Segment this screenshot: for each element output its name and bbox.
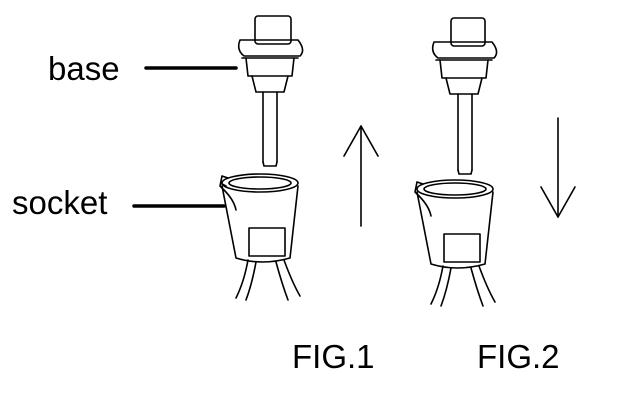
- fig2-base: [431, 17, 498, 175]
- fig1-caption: FIG.1: [292, 338, 375, 375]
- label-socket: socket: [12, 184, 107, 221]
- fig1-arrow-up: [343, 125, 379, 227]
- fig2-arrow-down: [540, 117, 576, 218]
- label-base: base: [48, 50, 120, 87]
- fig2-socket: [414, 179, 496, 307]
- fig2-caption: FIG.2: [477, 338, 560, 375]
- fig1-base: [237, 15, 304, 167]
- fig1-socket: [219, 173, 301, 301]
